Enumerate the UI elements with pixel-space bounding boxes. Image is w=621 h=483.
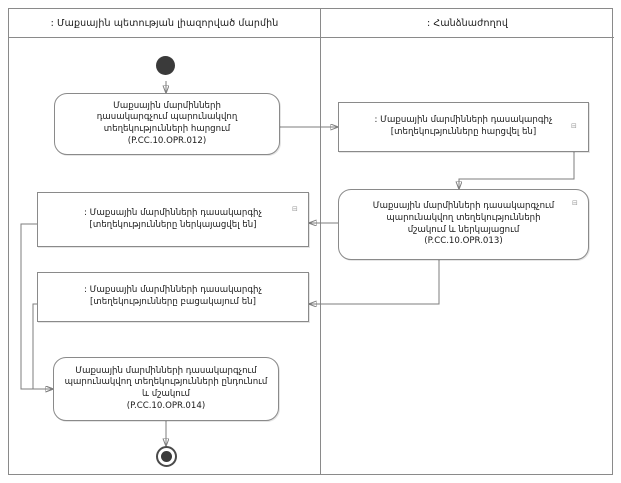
- swimlane-right-label: : Հանձնաժողով: [427, 17, 508, 29]
- object-marker-icon-c: ⊟: [292, 205, 298, 213]
- swimlane-left-header: : Մաքսային պետության լիազորված մարմին: [9, 9, 320, 38]
- action-node-opr-014-label: Մաքսային մարմինների դասակարգչում պարունա…: [64, 365, 268, 411]
- object-node-info-requested[interactable]: : Մաքսային մարմինների դասակարգիչ [տեղեկո…: [338, 102, 589, 152]
- swimlane-left: : Մաքսային պետության լիազորված մարմին: [9, 9, 320, 474]
- object-node-info-presented[interactable]: : Մաքսային մարմինների դասակարգիչ [տեղեկո…: [37, 192, 309, 247]
- final-node[interactable]: [156, 446, 177, 467]
- action-node-opr-012-label: Մաքսային մարմինների դասակարգչում պարունա…: [96, 100, 238, 146]
- activity-diagram: : Մաքսային պետության լիազորված մարմին : …: [8, 8, 614, 475]
- object-node-info-absent[interactable]: : Մաքսային մարմինների դասակարգիչ [տեղեկո…: [37, 272, 309, 322]
- swimlane-left-label: : Մաքսային պետության լիազորված մարմին: [50, 17, 279, 29]
- swimlane-right-header: : Հանձնաժողով: [321, 9, 614, 38]
- object-node-info-requested-label: : Մաքսային մարմինների դասակարգիչ [տեղեկո…: [374, 115, 553, 137]
- action-node-opr-014[interactable]: Մաքսային մարմինների դասակարգչում պարունա…: [53, 357, 279, 421]
- object-node-info-presented-label: : Մաքսային մարմինների դասակարգիչ [տեղեկո…: [84, 207, 262, 230]
- action-node-opr-012[interactable]: Մաքսային մարմինների դասակարգչում պարունա…: [54, 93, 280, 155]
- initial-node[interactable]: [156, 56, 175, 75]
- object-marker-icon-b: ⊟: [572, 199, 578, 207]
- action-node-opr-013-label: Մաքսային մարմինների դասակարգչում պարունա…: [372, 201, 555, 247]
- action-node-opr-013[interactable]: Մաքսային մարմինների դասակարգչում պարունա…: [338, 189, 589, 260]
- swimlane-right: : Հանձնաժողով: [320, 9, 614, 474]
- object-node-info-absent-label: : Մաքսային մարմինների դասակարգիչ [տեղեկո…: [84, 285, 262, 307]
- object-marker-icon-a: ⊟: [571, 122, 577, 130]
